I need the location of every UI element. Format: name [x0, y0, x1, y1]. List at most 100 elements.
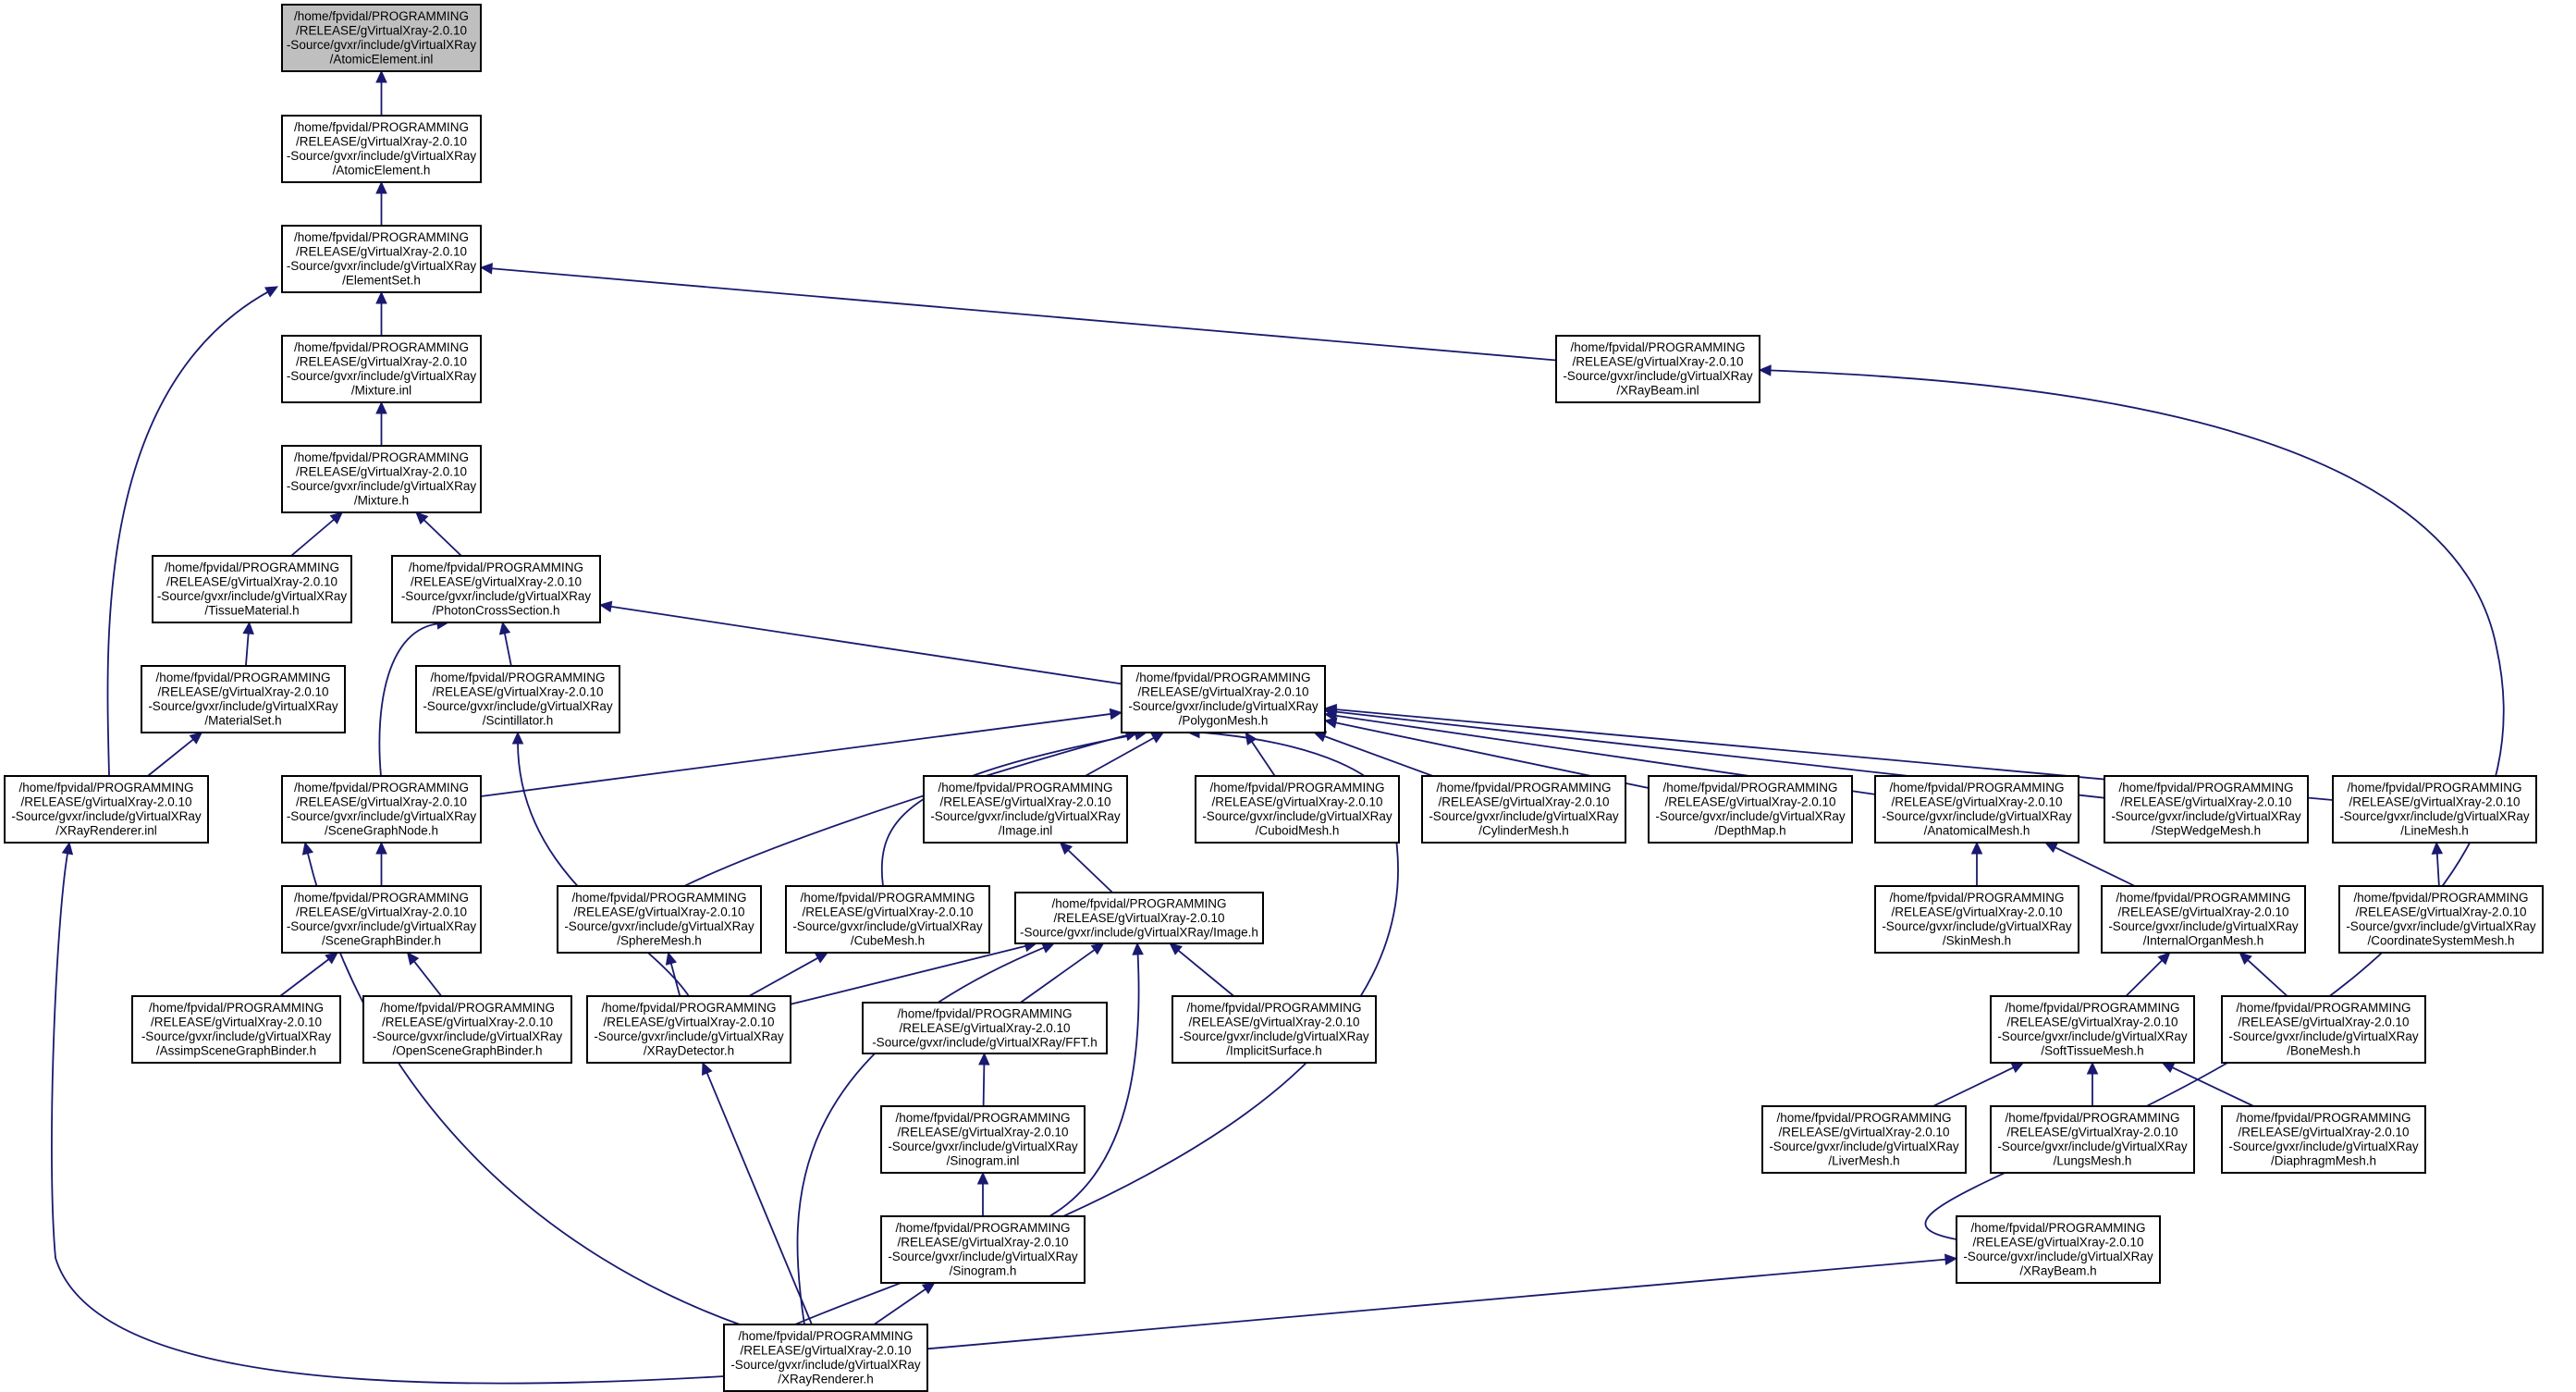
node-xraybeamh[interactable]: /home/fpvidal/PROGRAMMING/RELEASE/gVirtu…: [1956, 1215, 2161, 1284]
node-atomich[interactable]: /home/fpvidal/PROGRAMMING/RELEASE/gVirtu…: [281, 115, 482, 183]
node-imageinl[interactable]: /home/fpvidal/PROGRAMMING/RELEASE/gVirtu…: [923, 775, 1128, 844]
node-box: [4, 775, 209, 844]
node-box: [1956, 1215, 2161, 1284]
edge-line: [1932, 1066, 2016, 1107]
node-label-line: /DepthMap.h: [1714, 824, 1785, 838]
node-depthmap[interactable]: /home/fpvidal/PROGRAMMING/RELEASE/gVirtu…: [1648, 775, 1853, 844]
node-scenegraphnode[interactable]: /home/fpvidal/PROGRAMMING/RELEASE/gVirtu…: [281, 775, 482, 844]
node-label-line: /home/fpvidal/PROGRAMMING: [294, 891, 469, 905]
node-label-line: /home/fpvidal/PROGRAMMING: [1570, 340, 1745, 354]
node-atomicinl[interactable]: /home/fpvidal/PROGRAMMING/RELEASE/gVirtu…: [281, 4, 482, 72]
node-label-line: /RELEASE/gVirtualXray-2.0.10: [1188, 1016, 1359, 1029]
node-label-line: -Source/gvxr/include/gVirtualXRay/FFT.h: [872, 1035, 1098, 1049]
node-label-line: /RELEASE/gVirtualXray-2.0.10: [296, 795, 467, 809]
node-tissuematerial[interactable]: /home/fpvidal/PROGRAMMING/RELEASE/gVirtu…: [152, 555, 352, 623]
node-sinogramh[interactable]: /home/fpvidal/PROGRAMMING/RELEASE/gVirtu…: [880, 1215, 1086, 1284]
node-spheremesh[interactable]: /home/fpvidal/PROGRAMMING/RELEASE/gVirtu…: [557, 885, 762, 954]
node-label-line: /SceneGraphBinder.h: [322, 934, 441, 948]
node-cylindermesh[interactable]: /home/fpvidal/PROGRAMMING/RELEASE/gVirtu…: [1421, 775, 1626, 844]
node-diaphragmmesh[interactable]: /home/fpvidal/PROGRAMMING/RELEASE/gVirtu…: [2221, 1105, 2426, 1174]
node-label-line: /LiverMesh.h: [1828, 1154, 1899, 1168]
node-implicitsurface[interactable]: /home/fpvidal/PROGRAMMING/RELEASE/gVirtu…: [1171, 995, 1377, 1064]
node-label-line: /RELEASE/gVirtualXray-2.0.10: [1891, 905, 2062, 919]
node-box: [1171, 995, 1377, 1064]
node-lungsmesh[interactable]: /home/fpvidal/PROGRAMMING/RELEASE/gVirtu…: [1990, 1105, 2195, 1174]
node-stepwedgemesh[interactable]: /home/fpvidal/PROGRAMMING/RELEASE/gVirtu…: [2104, 775, 2309, 844]
node-bonemesh[interactable]: /home/fpvidal/PROGRAMMING/RELEASE/gVirtu…: [2221, 995, 2426, 1064]
node-label-line: /home/fpvidal/PROGRAMMING: [165, 560, 339, 574]
node-box: [2104, 775, 2309, 844]
node-internalorganmesh[interactable]: /home/fpvidal/PROGRAMMING/RELEASE/gVirtu…: [2101, 885, 2306, 954]
edge-materialset-to-tissuematerial: [242, 621, 254, 667]
node-assimp[interactable]: /home/fpvidal/PROGRAMMING/RELEASE/gVirtu…: [131, 995, 341, 1064]
edge-line: [1066, 848, 1113, 893]
edge-line: [422, 518, 462, 557]
node-livermesh[interactable]: /home/fpvidal/PROGRAMMING/RELEASE/gVirtu…: [1761, 1105, 1967, 1174]
node-label-line: /RELEASE/gVirtualXray-2.0.10: [2006, 1016, 2177, 1029]
node-scenegraphbinder[interactable]: /home/fpvidal/PROGRAMMING/RELEASE/gVirtu…: [281, 885, 482, 954]
node-elementset[interactable]: /home/fpvidal/PROGRAMMING/RELEASE/gVirtu…: [281, 225, 482, 293]
node-linemesh[interactable]: /home/fpvidal/PROGRAMMING/RELEASE/gVirtu…: [2332, 775, 2537, 844]
node-xrayrendererinl[interactable]: /home/fpvidal/PROGRAMMING/RELEASE/gVirtu…: [4, 775, 209, 844]
node-label-line: /RELEASE/gVirtualXray-2.0.10: [1972, 1236, 2143, 1250]
node-label-line: /home/fpvidal/PROGRAMMING: [895, 1221, 1070, 1235]
node-mixtureh[interactable]: /home/fpvidal/PROGRAMMING/RELEASE/gVirtu…: [281, 445, 482, 513]
arrowhead: [375, 180, 387, 194]
node-softtissuemesh[interactable]: /home/fpvidal/PROGRAMMING/RELEASE/gVirtu…: [1990, 995, 2195, 1064]
node-xrayrendererh[interactable]: /home/fpvidal/PROGRAMMING/RELEASE/gVirtu…: [723, 1324, 928, 1392]
node-label-line: /CubeMesh.h: [851, 934, 925, 948]
node-xraybeaminl[interactable]: /home/fpvidal/PROGRAMMING/RELEASE/gVirtu…: [1555, 335, 1760, 403]
node-label-line: /XRayBeam.h: [2019, 1264, 2096, 1278]
arrowhead: [2161, 1062, 2176, 1074]
node-label-line: -Source/gvxr/include/gVirtualXRay: [930, 809, 1121, 823]
node-label-line: /RELEASE/gVirtualXray-2.0.10: [166, 575, 337, 589]
arrowhead: [2044, 842, 2059, 854]
node-mixtureinl[interactable]: /home/fpvidal/PROGRAMMING/RELEASE/gVirtu…: [281, 335, 482, 403]
node-polygonmesh[interactable]: /home/fpvidal/PROGRAMMING/RELEASE/gVirtu…: [1121, 665, 1326, 733]
node-label-line: /home/fpvidal/PROGRAMMING: [1662, 781, 1837, 795]
node-anatomicalmesh[interactable]: /home/fpvidal/PROGRAMMING/RELEASE/gVirtu…: [1874, 775, 2079, 844]
node-label-line: -Source/gvxr/include/gVirtualXRay: [287, 149, 477, 163]
node-imageh[interactable]: /home/fpvidal/PROGRAMMING/RELEASE/gVirtu…: [1014, 892, 1264, 944]
node-materialset[interactable]: /home/fpvidal/PROGRAMMING/RELEASE/gVirtu…: [141, 665, 346, 733]
arrowhead: [329, 511, 344, 524]
node-label-line: -Source/gvxr/include/gVirtualXRay: [888, 1139, 1078, 1153]
node-label-line: /RELEASE/gVirtualXray-2.0.10: [296, 465, 467, 479]
edge-elementset-to-atomich: [375, 180, 387, 226]
node-sinograminl[interactable]: /home/fpvidal/PROGRAMMING/RELEASE/gVirtu…: [880, 1105, 1086, 1174]
node-label-line: /RELEASE/gVirtualXray-2.0.10: [2006, 1126, 2177, 1139]
arrowhead: [61, 841, 74, 856]
node-label-line: /home/fpvidal/PROGRAMMING: [2005, 1001, 2179, 1015]
node-label-line: /RELEASE/gVirtualXray-2.0.10: [740, 1344, 911, 1358]
node-scintillator[interactable]: /home/fpvidal/PROGRAMMING/RELEASE/gVirtu…: [415, 665, 620, 733]
node-label-line: /RELEASE/gVirtualXray-2.0.10: [20, 795, 191, 809]
node-label-line: /home/fpvidal/PROGRAMMING: [1776, 1111, 1951, 1125]
arrowhead: [598, 600, 613, 613]
node-cuboidmesh[interactable]: /home/fpvidal/PROGRAMMING/RELEASE/gVirtu…: [1195, 775, 1400, 844]
node-coordinatesystemmesh[interactable]: /home/fpvidal/PROGRAMMING/RELEASE/gVirtu…: [2338, 885, 2544, 954]
edge-line: [290, 517, 337, 557]
edge-xraydetector-to-spheremesh: [665, 951, 681, 997]
node-label-line: -Source/gvxr/include/gVirtualXRay/Image.…: [1020, 925, 1258, 939]
node-cubemesh[interactable]: /home/fpvidal/PROGRAMMING/RELEASE/gVirtu…: [785, 885, 990, 954]
node-skinmesh[interactable]: /home/fpvidal/PROGRAMMING/RELEASE/gVirtu…: [1874, 885, 2079, 954]
edge-line: [1176, 948, 1234, 997]
edge-coordinatesystemmesh-to-linemesh: [2431, 841, 2444, 887]
node-label-line: /Scintillator.h: [483, 714, 554, 728]
edge-line: [608, 605, 1122, 685]
node-label-line: /Image.inl: [999, 824, 1053, 838]
node-photoncross[interactable]: /home/fpvidal/PROGRAMMING/RELEASE/gVirtu…: [391, 555, 601, 623]
node-label-line: /OpenSceneGraphBinder.h: [392, 1044, 542, 1058]
node-label-line: -Source/gvxr/include/gVirtualXRay: [1882, 919, 2072, 933]
node-label-line: /RELEASE/gVirtualXray-2.0.10: [296, 245, 467, 259]
edge-livermesh-to-softtissuemesh: [1932, 1062, 2025, 1107]
arrowhead: [665, 951, 677, 966]
node-label-line: /ImplicitSurface.h: [1226, 1044, 1322, 1058]
node-label-line: /InternalOrganMesh.h: [2143, 934, 2264, 948]
node-ffth[interactable]: /home/fpvidal/PROGRAMMING/RELEASE/gVirtu…: [862, 1002, 1108, 1054]
node-label-line: /Mixture.h: [354, 494, 409, 508]
node-xraydetector[interactable]: /home/fpvidal/PROGRAMMING/RELEASE/gVirtu…: [586, 995, 791, 1064]
node-label-line: /RELEASE/gVirtualXray-2.0.10: [1438, 795, 1609, 809]
node-openscenegraph[interactable]: /home/fpvidal/PROGRAMMING/RELEASE/gVirtu…: [362, 995, 572, 1064]
node-label-line: /home/fpvidal/PROGRAMMING: [294, 340, 469, 354]
